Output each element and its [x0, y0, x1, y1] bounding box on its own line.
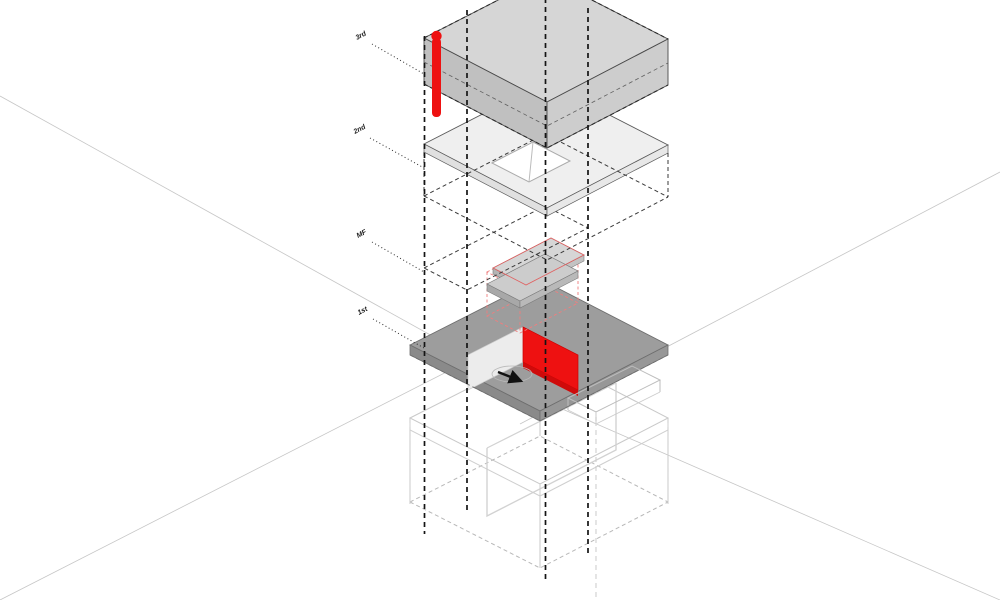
ground-rim-left [409, 418, 541, 497]
mf-red-outline-top [492, 237, 585, 286]
level-label-3rd: 3rd [355, 30, 369, 42]
level-1st-slab [409, 278, 669, 425]
leader-3rd [371, 43, 425, 75]
ground-bottom-front [409, 501, 669, 569]
ground-axis-down-left [0, 359, 471, 600]
black-direction-arrow [497, 369, 524, 384]
second-floor-void-divider [528, 141, 534, 183]
ground-bottom-back [409, 435, 669, 503]
level-3rd-volume [423, 0, 669, 149]
level-labels: 3rd 2nd MF 1st [352, 30, 370, 317]
leader-mf [371, 241, 425, 273]
third-floor-roof-back-edges [423, 0, 669, 40]
level-leader-lines [369, 43, 425, 349]
first-floor-underline [409, 354, 669, 422]
red-core-bar [432, 38, 441, 117]
column-guide-lines [423, 0, 589, 582]
ground-rim-right [539, 418, 669, 497]
level-label-2nd: 2nd [352, 123, 368, 136]
red-vertical-core-marker [431, 30, 442, 117]
red-zone-edge [523, 362, 578, 396]
leader-1st [372, 318, 425, 349]
ground-axis-left [0, 95, 471, 358]
level-label-1st: 1st [357, 306, 370, 317]
leader-2nd [369, 137, 425, 169]
level-mf-mezzanine [422, 205, 590, 334]
column-guide-lines-faint [409, 412, 669, 600]
red-core-cap [431, 30, 442, 42]
ground-axis-right [559, 407, 1000, 600]
level-label-mf: MF [356, 229, 369, 240]
mf-lower-slab-edge-r [519, 270, 579, 309]
ground-inner-partition [486, 383, 617, 518]
